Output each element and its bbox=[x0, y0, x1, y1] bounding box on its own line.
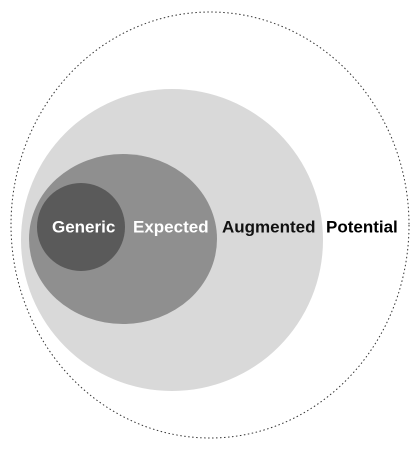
potential-label: Potential bbox=[326, 217, 398, 236]
expected-label: Expected bbox=[133, 217, 209, 236]
generic-label: Generic bbox=[52, 217, 115, 236]
augmented-label: Augmented bbox=[222, 217, 316, 236]
generic-layer bbox=[37, 183, 125, 271]
